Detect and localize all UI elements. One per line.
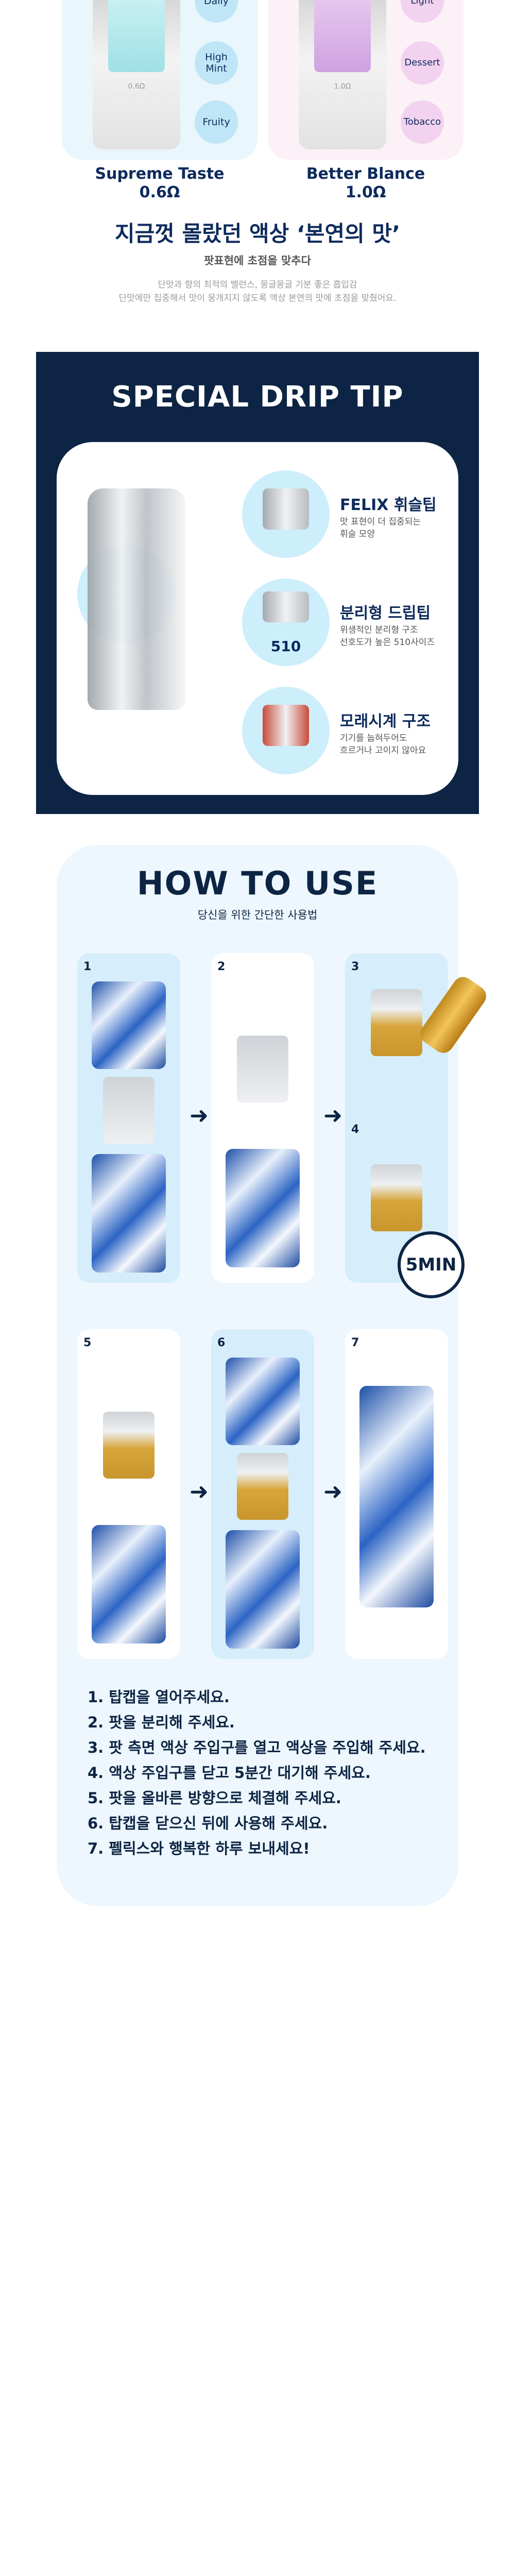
pod-card-supreme: 0.6Ω Daily High Mint Fruity [62,0,258,160]
device-body-image [92,1525,166,1643]
step-card-7: 7 [345,1329,448,1659]
device-body-image [226,1149,300,1267]
feature-text-line: 흐르거나 고이지 않아요 [340,745,426,756]
device-body-image [226,1530,300,1649]
drip-tip-510-image [263,591,309,622]
step-number: 2 [217,960,226,973]
timer-badge: 5MIN [398,1231,465,1298]
pod-ohm-label: 1.0Ω [334,82,351,91]
how-to-use-title: HOW TO USE [136,865,379,902]
flavor-badge: Dessert [401,41,444,84]
feature-title: 모래시계 구조 [340,713,431,731]
instruction-item: 6. 탑캡을 닫으신 뒤에 사용해 주세요. [88,1815,328,1832]
step-card-6: 6 [211,1329,314,1659]
feature-title: 분리형 드립팁 [340,604,431,622]
instruction-item: 4. 액상 주입구를 닫고 5분간 대기해 주세요. [88,1764,371,1782]
step-number: 6 [217,1336,226,1349]
pod-comparison-section: 0.6Ω Daily High Mint Fruity 1.0Ω Light D… [36,0,479,340]
step-number: 4 [351,1123,359,1136]
feature-text-line: 맛 표현이 더 집중되는 [340,517,421,527]
arrow-right-icon: ➜ [190,1103,209,1129]
step-number: 5 [83,1336,92,1349]
pod-filled-image [371,1164,422,1231]
feature-text-line: 선호도가 높은 510사이즈 [340,637,435,648]
flavor-badge: Light [401,0,444,23]
pod-resistance: 1.0Ω [345,183,386,201]
instruction-list: 1. 탑캡을 열어주세요. 2. 팟을 분리해 주세요. 3. 팟 측면 액상 … [88,1685,448,1861]
pod-image: 0.6Ω [93,0,180,149]
pod-image: 1.0Ω [299,0,386,149]
instruction-item: 1. 탑캡을 열어주세요. [88,1688,230,1706]
pod-image [103,1077,154,1144]
pod-image [237,1036,288,1103]
drip-tip-card: FELIX 휘슬팁 맛 표현이 더 집중되는 휘슬 모양 510 분리형 드립팁… [57,442,458,795]
flavor-badge: High Mint [195,41,238,84]
description-line: 단맛과 향의 최적의 밸런스, 몽글몽글 기분 좋은 흡입감 [158,280,357,290]
device-body-image [92,1154,166,1273]
feature-title: FELIX 휘슬팁 [340,496,437,514]
feature-text: 기기를 눕혀두어도 흐르거나 고이지 않아요 [340,732,426,757]
section-description: 단맛과 향의 최적의 밸런스, 몽글몽글 기분 좋은 흡입감 단맛에만 집중해서… [36,278,479,305]
feature-hourglass: 모래시계 구조 기기를 눕혀두어도 흐르거나 고이지 않아요 [242,687,448,785]
drip-tip-section: SPECIAL DRIP TIP FELIX 휘슬팁 맛 표현이 더 집중되는 … [36,352,479,814]
section-subheadline: 팟표현에 초점을 맞추다 [204,255,311,267]
step-number: 3 [351,960,359,973]
pod-ohm-label: 0.6Ω [128,82,145,91]
step-card-5: 5 [77,1329,180,1659]
assembled-device-image [359,1386,434,1607]
pod-tank [314,0,371,72]
pod-filling-image [371,989,422,1056]
drip-tip-side-image [263,488,309,530]
arrow-right-icon: ➜ [323,1103,342,1129]
step-card-1: 1 [77,953,180,1283]
top-cap-image [226,1358,300,1445]
flavor-badge: Fruity [195,100,238,144]
instruction-item: 2. 팟을 분리해 주세요. [88,1714,235,1731]
pod-filled-image [103,1412,154,1479]
pod-card-better: 1.0Ω Light Dessert Tobacco [268,0,464,160]
drip-tip-title: SPECIAL DRIP TIP [111,380,404,414]
hourglass-structure-icon [242,687,330,774]
flavor-badge: Tobacco [401,100,444,144]
top-cap-image [92,981,166,1069]
instruction-item: 7. 펠릭스와 행복한 하루 보내세요! [88,1840,310,1857]
how-to-use-subtitle: 당신을 위한 간단한 사용법 [197,909,318,921]
circle-label-510: 510 [270,638,301,655]
how-to-use-section: HOW TO USE 당신을 위한 간단한 사용법 1 ➜ 2 ➜ 3 4 5M… [57,845,490,1906]
section-headline: 지금껏 몰랐던 액상 ‘본연의 맛’ [114,221,401,246]
instruction-item: 5. 팟을 올바른 방향으로 체결해 주세요. [88,1789,341,1807]
drip-tip-image [88,488,185,710]
feature-text: 맛 표현이 더 집중되는 휘슬 모양 [340,516,421,540]
feature-text: 위생적인 분리형 구조 선호도가 높은 510사이즈 [340,624,435,649]
pod-name-better: Better Blance 1.0Ω [268,165,464,202]
step-card-2: 2 [211,953,314,1283]
step-number: 7 [351,1336,359,1349]
pod-name: Supreme Taste [95,165,225,183]
feature-text-line: 위생적인 분리형 구조 [340,625,418,635]
drip-tip-side-icon [242,470,330,558]
feature-text-line: 기기를 눕혀두어도 [340,733,407,743]
pod-tank [108,0,165,72]
pod-resistance: 0.6Ω [139,183,180,201]
hourglass-image [263,705,309,746]
pod-name-supreme: Supreme Taste 0.6Ω [62,165,258,202]
instruction-item: 3. 팟 측면 액상 주입구를 열고 액상을 주입해 주세요. [88,1739,426,1756]
step-number: 1 [83,960,92,973]
feature-detachable-tip: 510 분리형 드립팁 위생적인 분리형 구조 선호도가 높은 510사이즈 [242,579,448,676]
pod-filled-image [237,1453,288,1520]
drip-tip-510-icon: 510 [242,579,330,666]
description-line: 단맛에만 집중해서 맛이 뭉개지지 않도록 액상 본연의 맛에 초점을 맞췄어요… [118,293,397,303]
feature-whistle-tip: FELIX 휘슬팁 맛 표현이 더 집중되는 휘슬 모양 [242,470,448,568]
pod-name: Better Blance [306,165,425,183]
feature-text-line: 휘슬 모양 [340,529,375,539]
flavor-badge: Daily [195,0,238,23]
step-card-3-4: 3 4 [345,953,448,1283]
arrow-right-icon: ➜ [323,1479,342,1505]
arrow-right-icon: ➜ [190,1479,209,1505]
